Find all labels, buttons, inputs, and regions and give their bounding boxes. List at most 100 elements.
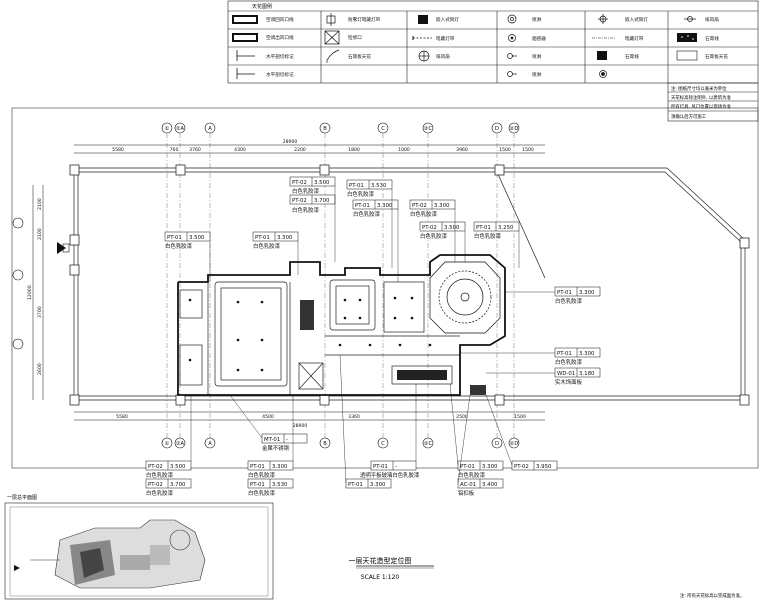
target-icon xyxy=(598,14,608,24)
dim-bottom-1: 5580 xyxy=(116,414,128,420)
dim-top-total: 28900 xyxy=(283,139,298,145)
legend-label-3: 嵌入式筒灯 xyxy=(436,16,459,23)
axis-top-4: B xyxy=(323,126,327,132)
tag-r1-code: PT-01 xyxy=(557,290,572,296)
tag-r2-code: PT-01 xyxy=(557,351,572,357)
black-pattern-icon xyxy=(677,33,697,42)
tag-t3-elev: 3.530 xyxy=(371,183,387,189)
dim-left-1: 2100 xyxy=(37,198,43,210)
top-dimension-line xyxy=(74,144,545,154)
tag-b1-elev: 3.500 xyxy=(170,464,186,470)
tag-b10-code: AC-01 xyxy=(460,482,476,488)
tag-t6-elev: 3.500 xyxy=(189,235,205,241)
tag-r3-elev: 3.180 xyxy=(579,371,595,377)
dim-left-3: 3700 xyxy=(37,306,43,318)
tag-t5-elev: 3.300 xyxy=(434,203,450,209)
terrace-outline xyxy=(73,167,746,401)
axis-bottom-1: ① xyxy=(165,441,170,447)
tag-t4-elev: 3.300 xyxy=(377,203,393,209)
top-axis-bubbles xyxy=(161,122,520,134)
air-supply-grille-icon xyxy=(232,33,258,42)
dim-bottom-4: 2500 xyxy=(456,414,468,420)
dim-bottom-2: 4500 xyxy=(262,414,274,420)
legend-label-r3: 石膏线 xyxy=(625,53,639,60)
section-mark-icon-2 xyxy=(236,68,255,79)
axis-bottom-8: ②D xyxy=(510,441,519,447)
tag-t4-note: 白色乳胶漆 xyxy=(353,210,381,218)
tag-t6-note: 白色乳胶漆 xyxy=(165,242,193,250)
tag-b10-elev: 3.400 xyxy=(482,482,498,488)
leader-lines-bottom xyxy=(190,354,513,484)
tag-t8-elev: 3.500 xyxy=(444,225,460,231)
dim-top-8: 3960 xyxy=(456,147,468,153)
legend-label-16: 喷淋 xyxy=(532,16,542,23)
legend-label-16c: 喷淋 xyxy=(532,71,542,78)
tag-b9-code: PT-02 xyxy=(514,464,529,470)
curved-section-icon xyxy=(326,49,340,63)
drawing-title: 一层天花造型定位图 xyxy=(349,556,412,565)
bottom-dimension-line xyxy=(74,411,545,421)
legend-label-13b: 水平剖切标记 xyxy=(266,71,294,78)
keyplan xyxy=(4,502,274,600)
tag-b4-code: PT-01 xyxy=(250,464,265,470)
dim-top-10: 1500 xyxy=(522,147,534,153)
dim-top-5: 2200 xyxy=(294,147,306,153)
dim-bottom-3: 3360 xyxy=(348,414,360,420)
legend-label-10: 烟感器 xyxy=(532,35,546,42)
dim-bottom-total: 28900 xyxy=(293,423,308,429)
grid-axis-lines xyxy=(166,133,515,438)
tag-b1-note: 白色乳胶漆 xyxy=(146,471,174,479)
tag-t9-note: 白色乳胶漆 xyxy=(474,232,502,240)
interior-walls xyxy=(177,254,506,396)
entry-arrow-icon xyxy=(57,242,70,254)
legend-title: 天花图例 xyxy=(252,3,272,10)
section-mark-icon xyxy=(236,50,255,61)
dome-room xyxy=(429,261,501,334)
fan-icon xyxy=(418,50,430,62)
top-axis-labels: ① ②A A B C ②C D ②D xyxy=(165,126,519,132)
tag-b6-code: PT-01 xyxy=(373,464,388,470)
drawing-frame xyxy=(11,107,759,469)
tag-t4-code: PT-01 xyxy=(355,203,370,209)
bottom-axis-bubbles xyxy=(161,437,520,449)
tag-b3-code: MT-01 xyxy=(264,437,280,443)
tag-b2-code: PT-02 xyxy=(148,482,163,488)
legend-label-r5: 石膏线 xyxy=(705,35,719,42)
dim-left-total: 12000 xyxy=(27,285,33,300)
cross-fixture-icon xyxy=(324,30,340,45)
tag-b6-elev: - xyxy=(395,464,397,470)
legend-label-8: 检修口 xyxy=(348,34,362,41)
tag-b1-code: PT-02 xyxy=(148,464,163,470)
tag-b2-elev: 3.700 xyxy=(170,482,186,488)
top-dimension-labels: 5580 760 3760 4300 2200 1800 1000 3960 1… xyxy=(112,139,534,153)
tag-b5-note: 白色乳胶漆 xyxy=(248,489,276,497)
tag-t1-elev: 3.500 xyxy=(314,180,330,186)
tag-bottom-text: PT-02 3.500 白色乳胶漆 PT-02 3.700 白色乳胶漆 MT-0… xyxy=(146,437,552,497)
notes-box xyxy=(667,82,759,122)
legend-label-14: 石膏板天花 xyxy=(348,53,371,60)
downlights xyxy=(188,296,432,372)
tag-t3-code: PT-01 xyxy=(349,183,364,189)
round-diffuser-icon xyxy=(599,70,607,78)
tag-b3-elev: - xyxy=(286,437,288,443)
tag-t8-note: 白色乳胶漆 xyxy=(420,232,448,240)
tag-b3-note: 金属不锈钢 xyxy=(262,444,289,452)
tag-b9-elev: 3.950 xyxy=(536,464,552,470)
diffuser-icon xyxy=(597,51,607,60)
tag-t8-code: PT-02 xyxy=(422,225,437,231)
tag-b8-note: 白色乳胶漆 xyxy=(458,471,486,479)
dim-top-4: 4300 xyxy=(234,147,246,153)
legend-label-16b: 喷淋 xyxy=(532,53,542,60)
legend-icons xyxy=(232,13,698,79)
axis-bottom-6: ②C xyxy=(424,441,433,447)
tag-r1-note: 白色乳胶漆 xyxy=(555,297,583,305)
tag-t5-note: 白色乳胶漆 xyxy=(410,210,438,218)
tag-b5-elev: 3.530 xyxy=(272,482,288,488)
tag-t9-elev: 3.250 xyxy=(498,225,514,231)
axis-bottom-2: ②A xyxy=(176,441,185,447)
legend-labels: 空调回风口线 空调出风口线 水平剖切标记 水平剖切标记 防雾灯暗藏灯带 检修口 … xyxy=(266,16,728,78)
tag-r2-note: 白色乳胶漆 xyxy=(555,358,583,366)
interior-thin-walls xyxy=(179,279,460,395)
tag-b6-note: 透明平板玻璃白色乳胶漆 xyxy=(360,471,420,479)
